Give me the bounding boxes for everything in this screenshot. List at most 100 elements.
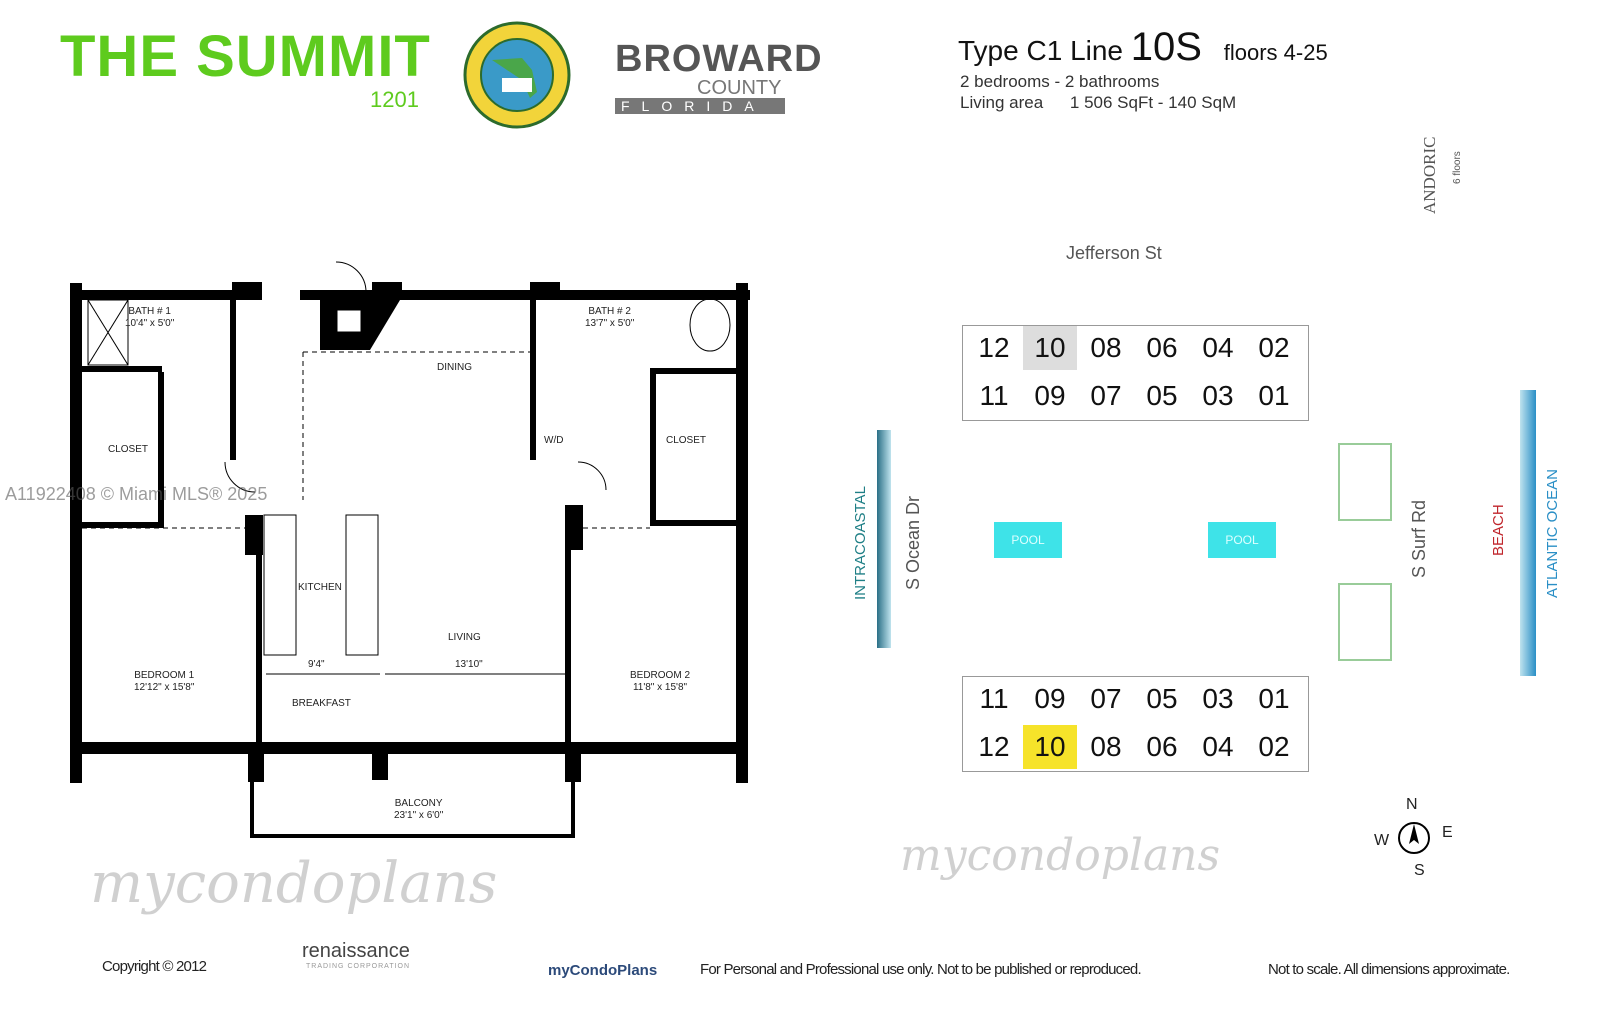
room-name: BEDROOM 2 xyxy=(630,670,691,681)
hollywood-seal-logo xyxy=(463,21,571,129)
andoric-building-label: ANDORIC 6 floors xyxy=(1420,122,1470,222)
unit-12: 12 xyxy=(978,332,1010,363)
logo-line: BROWARD xyxy=(615,38,823,80)
ocean-label: ATLANTIC OCEAN xyxy=(1544,469,1561,598)
line-label: Line xyxy=(1070,35,1123,66)
unit-12: 12 xyxy=(978,731,1010,762)
tennis-court-north xyxy=(1338,443,1392,521)
unit-01: 01 xyxy=(1258,380,1290,411)
room-name: BATH # 2 xyxy=(588,306,631,317)
beach-label: BEACH xyxy=(1490,504,1507,556)
tennis-court-south xyxy=(1338,583,1392,661)
line-value: 10S xyxy=(1130,25,1202,69)
room-size: 13'7" x 5'0" xyxy=(585,318,635,329)
area-value: 1 506 SqFt - 140 SqM xyxy=(1069,93,1237,112)
pool-east: POOL xyxy=(1208,522,1276,558)
floors: floors 4-25 xyxy=(1223,40,1328,65)
renaissance-logo: renaissance TRADING CORPORATION xyxy=(292,940,410,971)
broward-county-logo: BROWARD COUNTY FLORIDA xyxy=(615,40,823,114)
room-label-closet-2: CLOSET xyxy=(666,435,707,446)
room-name: BATH # 1 xyxy=(128,306,171,317)
rooms-summary: 2 bedrooms - 2 bathrooms xyxy=(960,72,1160,91)
unit-07: 07 xyxy=(1090,380,1122,411)
atlantic-ocean xyxy=(1520,390,1536,676)
dimension-kitchen: 9'4" xyxy=(308,659,325,670)
unit-05: 05 xyxy=(1146,683,1178,714)
unit-10: 10 xyxy=(1023,326,1077,370)
pool-west: POOL xyxy=(994,522,1062,558)
unit-02: 02 xyxy=(1258,731,1290,762)
neighbor-floors: 6 floors xyxy=(1452,151,1463,184)
room-label-dining: DINING xyxy=(437,362,472,373)
compass-n: N xyxy=(1406,796,1418,813)
living-area: Living area 1 506 SqFt - 140 SqM xyxy=(960,93,1236,113)
usage-notice: For Personal and Professional use only. … xyxy=(700,961,1142,978)
neighbor-name: ANDORIC xyxy=(1420,136,1439,214)
unit-09: 09 xyxy=(1034,380,1066,411)
unit-04: 04 xyxy=(1202,332,1234,363)
renaissance-name: renaissance xyxy=(302,940,410,962)
walls xyxy=(70,282,750,838)
floor-plan xyxy=(70,261,750,838)
unit-02: 02 xyxy=(1258,332,1290,363)
unit-03: 03 xyxy=(1202,683,1234,714)
room-label-breakfast: BREAKFAST xyxy=(292,698,351,709)
unit-07: 07 xyxy=(1090,683,1122,714)
room-size: 23'1" x 6'0" xyxy=(394,810,444,821)
mls-watermark: A11922408 © Miami MLS® 2025 xyxy=(5,484,268,504)
building-title: THE SUMMIT xyxy=(60,24,431,89)
compass-icon xyxy=(1398,822,1430,854)
area-label: Living area xyxy=(960,93,1044,112)
unit-10: 10 xyxy=(1023,725,1077,769)
type-label: Type xyxy=(958,35,1019,66)
renaissance-sub: TRADING CORPORATION xyxy=(306,963,411,970)
room-label-kitchen: KITCHEN xyxy=(298,582,342,593)
room-label-living: LIVING xyxy=(448,632,481,643)
room-name: BEDROOM 1 xyxy=(134,670,195,681)
compass-e: E xyxy=(1442,824,1453,841)
compass-s: S xyxy=(1414,862,1425,879)
unit-04: 04 xyxy=(1202,731,1234,762)
intracoastal-label: INTRACOASTAL xyxy=(852,486,869,600)
unit-11: 11 xyxy=(979,380,1009,411)
mycondoplans-logo: myCondoPlans xyxy=(548,962,658,979)
unit-05: 05 xyxy=(1146,380,1178,411)
scale-note: Not to scale. All dimensions approximate… xyxy=(1268,961,1510,978)
brand-watermark-floorplan: mycondoplans xyxy=(90,851,498,916)
street-jefferson: Jefferson St xyxy=(1066,243,1162,263)
room-size: 10'4" x 5'0" xyxy=(125,318,175,329)
intracoastal-waterway xyxy=(877,430,891,648)
logo-line: FLORIDA xyxy=(615,98,785,114)
south-building: 11 09 07 05 03 01 12 10 08 06 04 02 xyxy=(962,676,1309,772)
room-name: BALCONY xyxy=(394,798,443,809)
unit-03: 03 xyxy=(1202,380,1234,411)
unit-06: 06 xyxy=(1146,731,1178,762)
type-value: C1 xyxy=(1026,35,1063,66)
logo-line: COUNTY xyxy=(697,77,782,99)
room-label-wd: W/D xyxy=(544,435,564,446)
unit-09: 09 xyxy=(1034,683,1066,714)
room-size: 11'8" x 15'8" xyxy=(632,682,688,693)
copyright: Copyright © 2012 xyxy=(102,958,207,975)
north-building: 12 10 08 06 04 02 11 09 07 05 03 01 xyxy=(962,325,1309,421)
compass-w: W xyxy=(1374,832,1390,849)
unit-08: 08 xyxy=(1090,332,1122,363)
unit-08: 08 xyxy=(1090,731,1122,762)
street-s-surf-rd: S Surf Rd xyxy=(1409,499,1429,578)
compass: N W E S xyxy=(1372,796,1462,886)
unit-01: 01 xyxy=(1258,683,1290,714)
unit-06: 06 xyxy=(1146,332,1178,363)
unit-type-heading: Type C1 Line 10S floors 4-25 xyxy=(958,26,1328,74)
dimension-living: 13'10" xyxy=(455,659,483,670)
street-s-ocean-dr: S Ocean Dr xyxy=(903,495,923,590)
building-number: 1201 xyxy=(370,87,419,112)
room-size: 12'12" x 15'8" xyxy=(134,682,195,693)
unit-11: 11 xyxy=(979,683,1009,714)
room-label-closet-1: CLOSET xyxy=(108,444,149,455)
brand-watermark-siteplan: mycondoplans xyxy=(900,830,1221,881)
